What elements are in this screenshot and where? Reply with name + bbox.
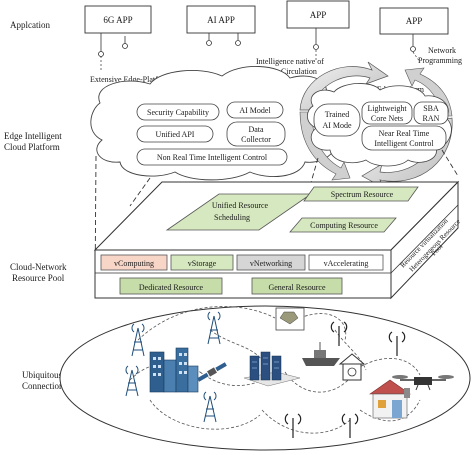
vnetworking-label: vNetworking xyxy=(250,259,292,268)
factory-icon xyxy=(369,379,411,419)
app-label-4: APP xyxy=(406,16,423,26)
drone-icon xyxy=(392,375,454,391)
layer-application-label: Applcation xyxy=(10,20,50,30)
data-collector-pill xyxy=(226,121,286,147)
network-programming-label-1: Network xyxy=(428,46,456,55)
unified-resource-scheduling-label-2: Scheduling xyxy=(214,213,250,222)
antenna-icon xyxy=(284,413,302,438)
data-center-icon xyxy=(243,351,301,387)
vcomputing-label: vComputing xyxy=(114,259,154,268)
server-box-icon xyxy=(275,307,305,331)
base-station-icon xyxy=(125,365,139,397)
app-box-ai xyxy=(186,5,256,34)
layer-edge-cloud-label-2: Cloud Platform xyxy=(4,142,60,152)
app-label-3: APP xyxy=(310,10,327,20)
nrt-control-pill xyxy=(136,148,288,166)
general-resource-box xyxy=(251,277,343,295)
layer-ubiquitous-label-2: Connection xyxy=(22,381,64,391)
base-station-icon xyxy=(207,311,221,345)
computing-resource-label: Computing Resource xyxy=(310,221,378,230)
satellite-icon xyxy=(197,362,227,382)
app-box-6g xyxy=(84,5,152,34)
antenna-icon xyxy=(388,331,406,356)
layer-ubiquitous-label-1: Ubiquitous xyxy=(22,370,63,380)
base-station-icon xyxy=(131,323,145,357)
antenna-icon xyxy=(341,413,359,438)
trained-ai-mode-label-1: Trained xyxy=(325,110,350,119)
unified-api-label: Unified API xyxy=(156,130,195,139)
ship-icon xyxy=(302,342,340,366)
vstorage-label: vStorage xyxy=(188,259,217,268)
ai-model-label: AI Model xyxy=(239,106,271,115)
data-collector-label-1: Data xyxy=(248,125,264,134)
app-label-ai: AI APP xyxy=(207,15,235,25)
security-capability-label: Security Capability xyxy=(147,108,209,117)
app-box-3 xyxy=(286,0,350,29)
vstorage-box xyxy=(170,254,234,271)
general-resource-label: General Resource xyxy=(268,283,326,292)
dedicated-resource-label: Dedicated Resource xyxy=(139,283,204,292)
spectrum-resource-box xyxy=(303,186,419,202)
layer-edge-cloud-label-1: Edge Intelligent xyxy=(4,131,62,141)
nrt-control-label: Non Real Time Intelligent Control xyxy=(157,153,268,162)
vaccelerating-label: vAccelerating xyxy=(324,259,369,268)
base-station-icon xyxy=(203,391,217,423)
spectrum-resource-label: Spectrum Resource xyxy=(331,190,394,199)
sba-ran-pill xyxy=(413,101,449,125)
near-rt-control-label-2: Intelligent Control xyxy=(374,139,434,148)
city-buildings-icon xyxy=(149,347,199,393)
dashed-connectors xyxy=(94,149,459,291)
lightweight-core-nets-label-1: Lightweight xyxy=(367,104,407,113)
computing-resource-box xyxy=(289,217,397,233)
vnetworking-box xyxy=(236,254,306,271)
smart-home-icon xyxy=(338,353,366,381)
near-rt-control-pill xyxy=(361,125,447,151)
lightweight-core-nets-pill xyxy=(361,101,413,125)
ai-model-pill xyxy=(226,101,284,119)
sba-ran-label-1: SBA xyxy=(423,104,439,113)
app-row xyxy=(98,28,421,72)
security-capability-pill xyxy=(136,103,220,121)
intelligence-native-label-2: Inner Circulation xyxy=(262,67,317,76)
unified-resource-scheduling-label-1: Unified Resource xyxy=(212,201,269,210)
app-label-6g: 6G APP xyxy=(103,15,132,25)
trained-ai-mode-label-2: AI Mode xyxy=(322,121,352,130)
near-rt-control-label-1: Near Real Time xyxy=(379,129,430,138)
unified-api-pill xyxy=(136,125,214,143)
lightweight-core-nets-label-2: Core Nets xyxy=(371,114,403,123)
data-collector-label-2: Collector xyxy=(241,135,271,144)
dedicated-resource-box xyxy=(119,277,223,295)
trained-ai-mode-pill xyxy=(313,103,361,137)
vaccelerating-box xyxy=(308,254,384,271)
layer-resource-pool-label-1: Cloud-Network xyxy=(10,262,67,272)
layer-resource-pool-label-2: Resource Pool xyxy=(12,273,65,283)
network-programming-label-2: Programming xyxy=(418,56,462,65)
sba-ran-label-2: RAN xyxy=(423,114,440,123)
app-box-4 xyxy=(379,7,449,35)
extensive-edge-platform-label: Extensive Edge-Platform xyxy=(90,75,171,84)
vcomputing-box xyxy=(100,254,168,271)
antenna-icon xyxy=(330,321,348,346)
intelligence-native-label-1: Intelligence native of xyxy=(256,57,324,66)
